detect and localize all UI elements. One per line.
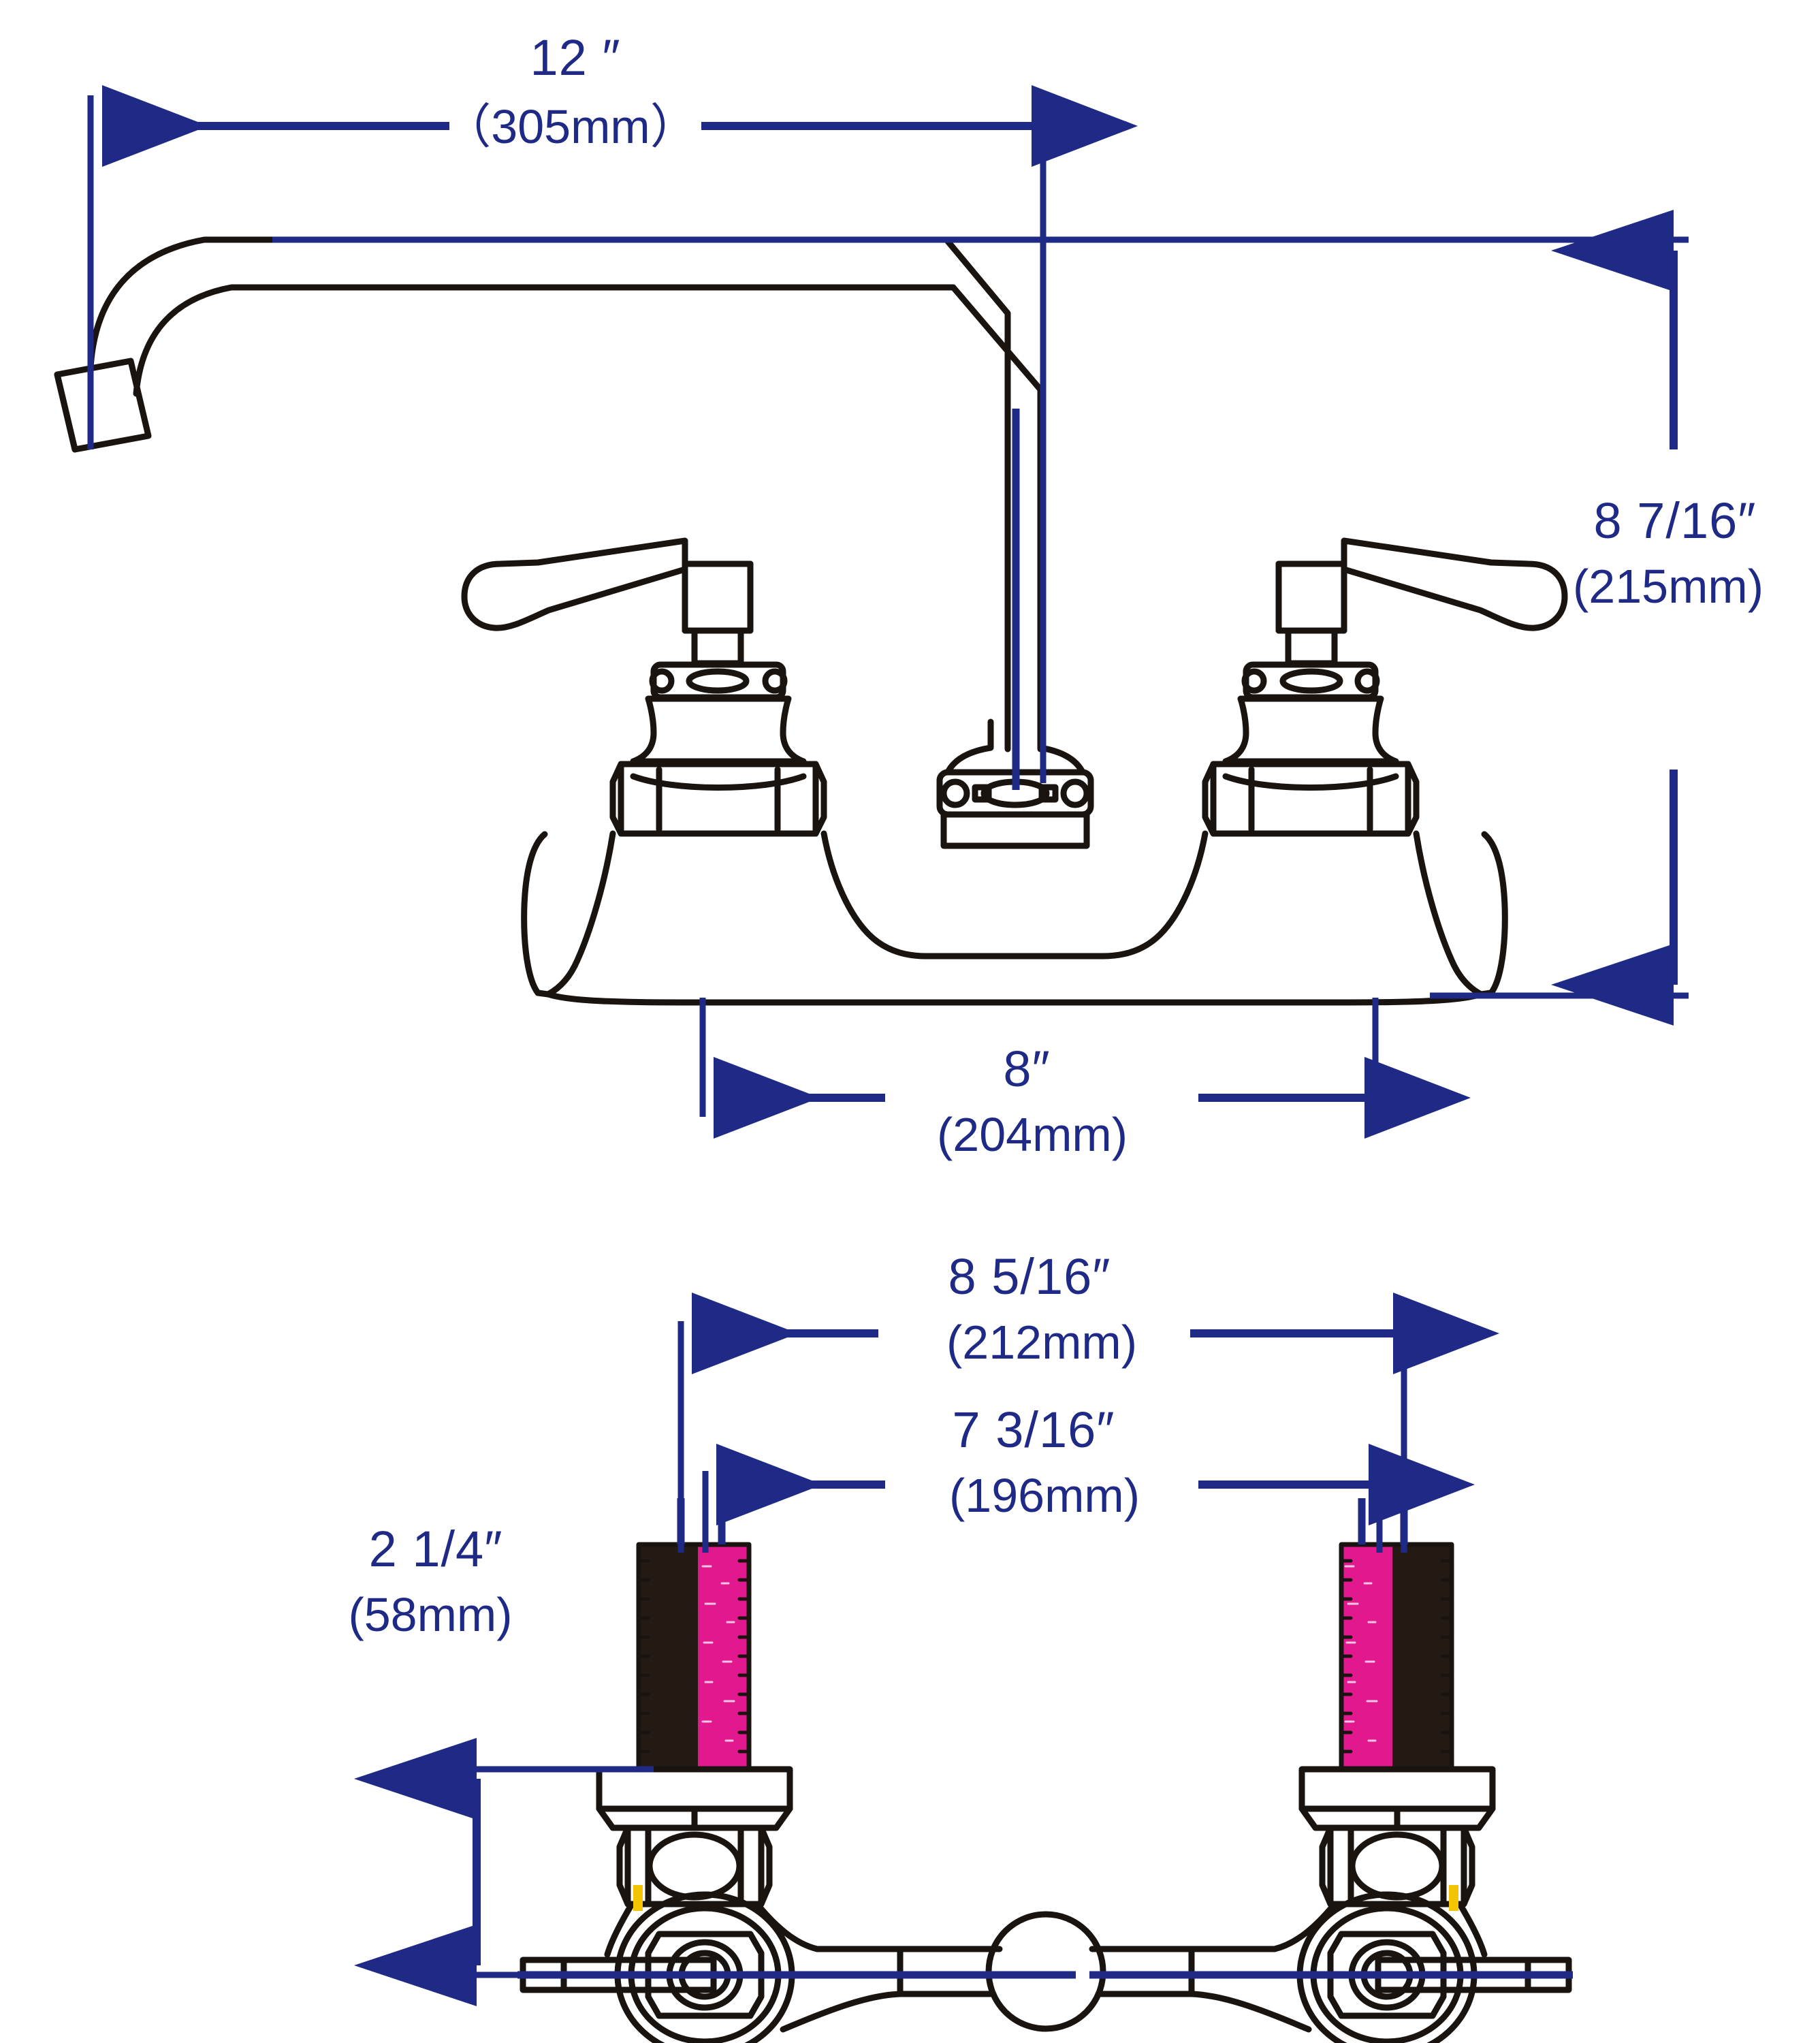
body-right-cap bbox=[1481, 831, 1508, 996]
right-hex-nut bbox=[1202, 761, 1420, 837]
outer-spread-inches: 8 5/16″ bbox=[948, 1248, 1111, 1305]
inner-spread-inches: 7 3/16″ bbox=[953, 1401, 1115, 1458]
left-yellow-marker bbox=[633, 1885, 643, 1911]
dimension-text-group: 12 ″ （305mm） 8 7/16″ (215mm) 8″ (204mm) … bbox=[348, 29, 1763, 1641]
left-hex-nut bbox=[609, 761, 827, 837]
right-yellow-marker bbox=[1449, 1885, 1458, 1911]
spout-nozzle-face bbox=[54, 371, 78, 453]
body-left-cap bbox=[521, 831, 548, 996]
spout-inner-contour bbox=[133, 284, 1044, 753]
shank-height-inches: 2 1/4″ bbox=[369, 1521, 503, 1577]
spout-reach-inches: 12 ″ bbox=[530, 29, 620, 86]
dimension-annotations bbox=[87, 84, 1689, 2006]
left-lever-handle bbox=[461, 537, 688, 631]
right-plan-hex-nut bbox=[1319, 1824, 1475, 1907]
right-threaded-shank bbox=[1339, 1542, 1454, 1772]
left-body-flank bbox=[545, 830, 616, 998]
right-body-flank bbox=[1413, 830, 1484, 998]
left-plan-hex-nut bbox=[616, 1824, 773, 1907]
spout-reach-mm: （305mm） bbox=[443, 100, 697, 153]
left-handle-assembly bbox=[461, 537, 929, 998]
overall-height-inches: 8 7/16″ bbox=[1594, 492, 1757, 549]
spout-outer-contour bbox=[87, 236, 1011, 753]
inner-spread-mm: (196mm) bbox=[949, 1469, 1140, 1522]
center-to-center-mm: (204mm) bbox=[937, 1108, 1128, 1161]
center-to-center-inches: 8″ bbox=[1003, 1041, 1050, 1097]
right-handle-assembly bbox=[1100, 537, 1568, 998]
right-lever-handle bbox=[1341, 537, 1568, 631]
left-threaded-shank bbox=[636, 1542, 752, 1772]
outer-spread-mm: (212mm) bbox=[946, 1316, 1137, 1369]
shank-height-mm: (58mm) bbox=[348, 1588, 512, 1641]
overall-height-mm: (215mm) bbox=[1573, 560, 1763, 613]
